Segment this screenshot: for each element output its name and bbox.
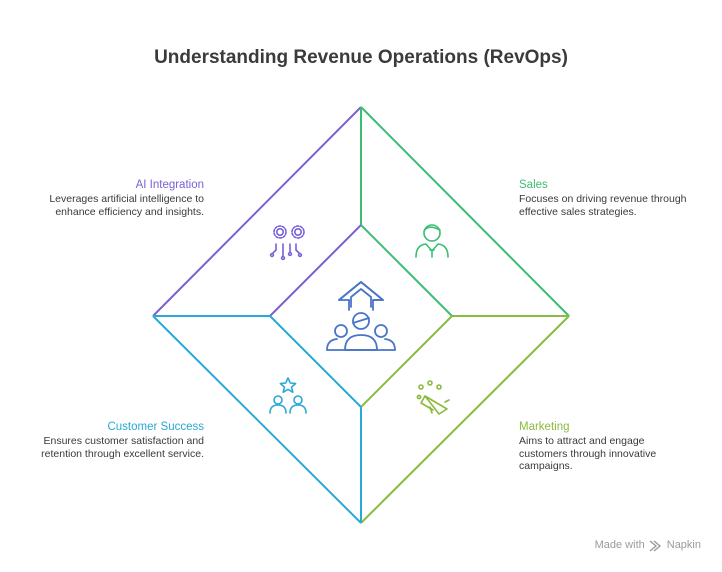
marketing-title: Marketing [519, 421, 570, 433]
ai-integration-desc-line-2: enhance efficiency and insights. [55, 205, 204, 218]
made-with-napkin-footer[interactable]: Made with Napkin [595, 539, 701, 551]
customers-star-icon [269, 377, 307, 414]
customer-success-block: Customer Success Ensures customer satisf… [24, 420, 204, 460]
sales-outer-edge [360, 106, 570, 317]
sales-desc-line-2: effective sales strategies. [519, 205, 637, 218]
marketing-block: Marketing Aims to attract and engage cus… [519, 420, 709, 473]
megaphone-icon [416, 380, 450, 415]
ai-integration-title: AI Integration [135, 179, 204, 191]
sales-desc-line-1: Focuses on driving revenue through [519, 193, 687, 205]
marketing-desc-line-1: Aims to attract and engage [519, 435, 645, 447]
sales-title: Sales [519, 179, 548, 191]
marketing-desc-line-2: customers through innovative [519, 447, 657, 460]
gears-circuit-icon [269, 225, 305, 261]
customer-success-desc-line-1: Ensures customer satisfaction and [43, 435, 205, 447]
marketing-outer-edge [360, 315, 570, 524]
customer-success-desc-line-2: retention through excellent service. [41, 447, 204, 460]
footer-text: Made with [594, 539, 645, 551]
ai-integration-block: AI Integration Leverages artificial inte… [40, 178, 204, 218]
page-title: Understanding Revenue Operations (RevOps… [154, 47, 568, 68]
salesperson-icon [415, 224, 449, 258]
marketing-desc-line-3: campaigns. [519, 460, 573, 472]
footer-brand: Napkin [666, 539, 701, 551]
ai-inner-edge [269, 224, 362, 317]
napkin-logo-icon [649, 540, 662, 552]
ai-integration-desc-line-1: Leverages artificial intelligence to [49, 193, 204, 205]
marketing-inner-edge [360, 315, 453, 408]
sales-inner-edge [360, 224, 453, 317]
customer-outer-edge [152, 315, 362, 524]
sales-block: Sales Focuses on driving revenue through… [519, 178, 709, 218]
ai-outer-edge [152, 106, 362, 317]
team-growth-icon [326, 281, 396, 351]
customer-success-title: Customer Success [107, 421, 204, 433]
customer-inner-edge [269, 315, 362, 408]
